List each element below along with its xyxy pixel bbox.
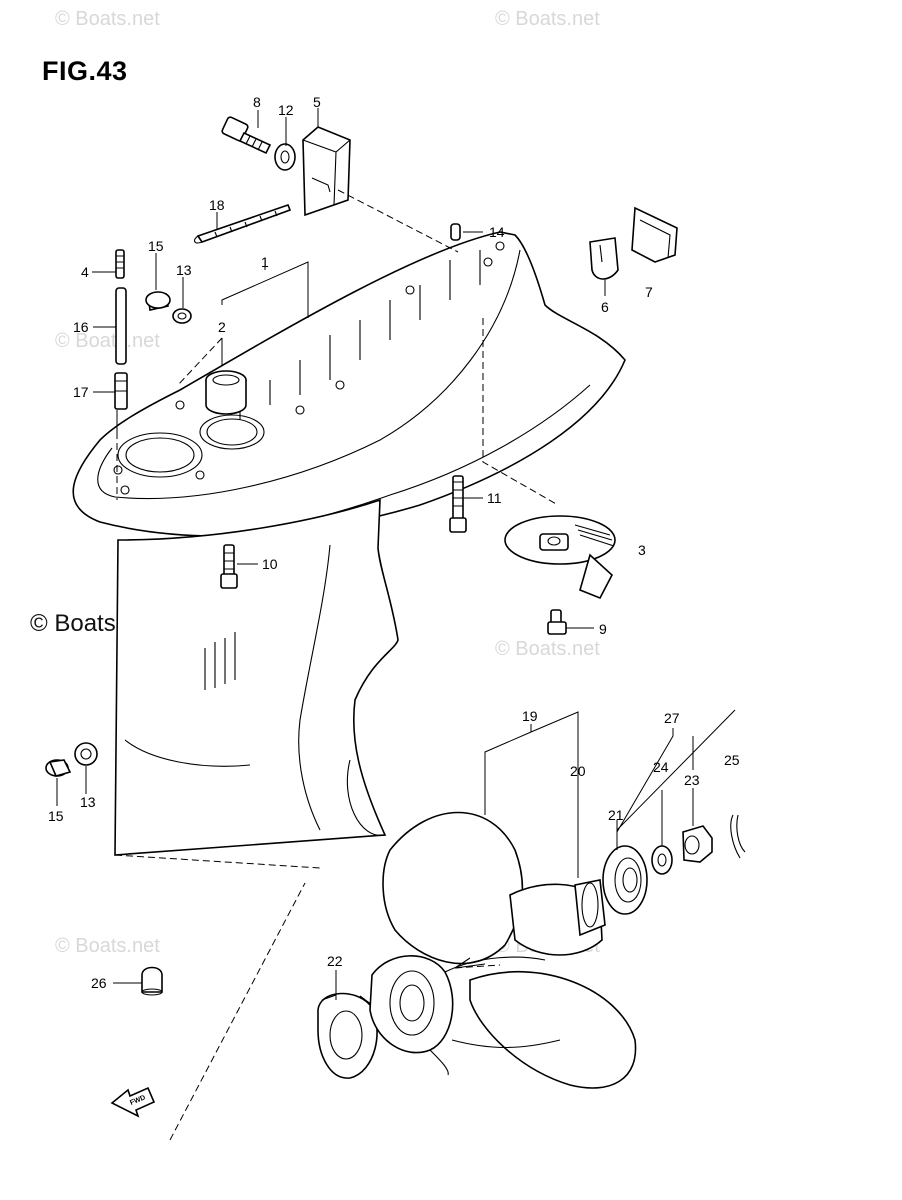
callout-6: 6: [601, 299, 609, 315]
callout-10: 10: [262, 556, 278, 572]
figure-title: FIG.43: [42, 56, 128, 86]
callout-7: 7: [645, 284, 653, 300]
callout-20: 20: [570, 763, 586, 779]
callout-5: 5: [313, 94, 321, 110]
callout-13-lower: 13: [80, 794, 96, 810]
bearing-2: [205, 370, 247, 415]
watermark: © Boats.net: [495, 8, 600, 30]
callout-2: 2: [218, 319, 226, 335]
callout-16: 16: [73, 319, 89, 335]
washer-24: [651, 845, 673, 875]
alignment-lines: [114, 189, 559, 1141]
gearcase-housing: [72, 231, 626, 856]
callout-4: 4: [81, 264, 89, 280]
washer-22: [317, 992, 378, 1079]
pin-14: [450, 223, 461, 241]
washer-21: [602, 845, 648, 915]
callout-15-upper: 15: [148, 238, 164, 254]
callout-9: 9: [599, 621, 607, 637]
cap-26: [141, 966, 163, 996]
washer-12: [274, 143, 296, 171]
callout-25: 25: [724, 752, 740, 768]
plug-9: [547, 609, 567, 635]
bolt-11: [449, 475, 467, 533]
callout-14: 14: [489, 224, 505, 240]
nut-23: [682, 825, 713, 863]
callout-numbers: 1 2 3 4 5 6 7 8 9 10 11 12 13 13 14 15 1…: [48, 94, 740, 991]
callout-19: 19: [522, 708, 538, 724]
callout-15-lower: 15: [48, 808, 64, 824]
callout-3: 3: [638, 542, 646, 558]
callout-12: 12: [278, 102, 294, 118]
callout-13-upper: 13: [176, 262, 192, 278]
callout-22: 22: [327, 953, 343, 969]
callout-23: 23: [684, 772, 700, 788]
watermark: © Boats.net: [495, 638, 600, 660]
callout-21: 21: [608, 807, 624, 823]
bolt-8: [221, 116, 272, 155]
forward-arrow-icon: FWD: [110, 1086, 156, 1118]
clip-7: [631, 206, 678, 263]
plug-15-upper: [145, 291, 192, 324]
cover-5: [302, 126, 351, 217]
callout-1: 1: [261, 254, 269, 270]
callout-11: 11: [487, 490, 502, 506]
bolt-10: [220, 544, 238, 589]
callout-27: 27: [664, 710, 680, 726]
anode-3: [504, 515, 616, 600]
cotter-pin-25: [730, 814, 746, 859]
watermark: © Boats.net: [55, 935, 160, 957]
callout-17: 17: [73, 384, 89, 400]
callout-26: 26: [91, 975, 107, 991]
watermark: © Boats.net: [55, 8, 160, 30]
callout-24: 24: [653, 759, 669, 775]
callout-8: 8: [253, 94, 261, 110]
clip-6: [589, 237, 619, 280]
watermark: © Boats.net: [55, 330, 160, 352]
callout-18: 18: [209, 197, 225, 213]
propeller-19: [369, 811, 637, 1089]
strap-18: [193, 203, 292, 244]
water-tube-parts: [114, 249, 128, 410]
spacer-20: [574, 879, 606, 937]
plug-15-lower: [45, 742, 98, 777]
